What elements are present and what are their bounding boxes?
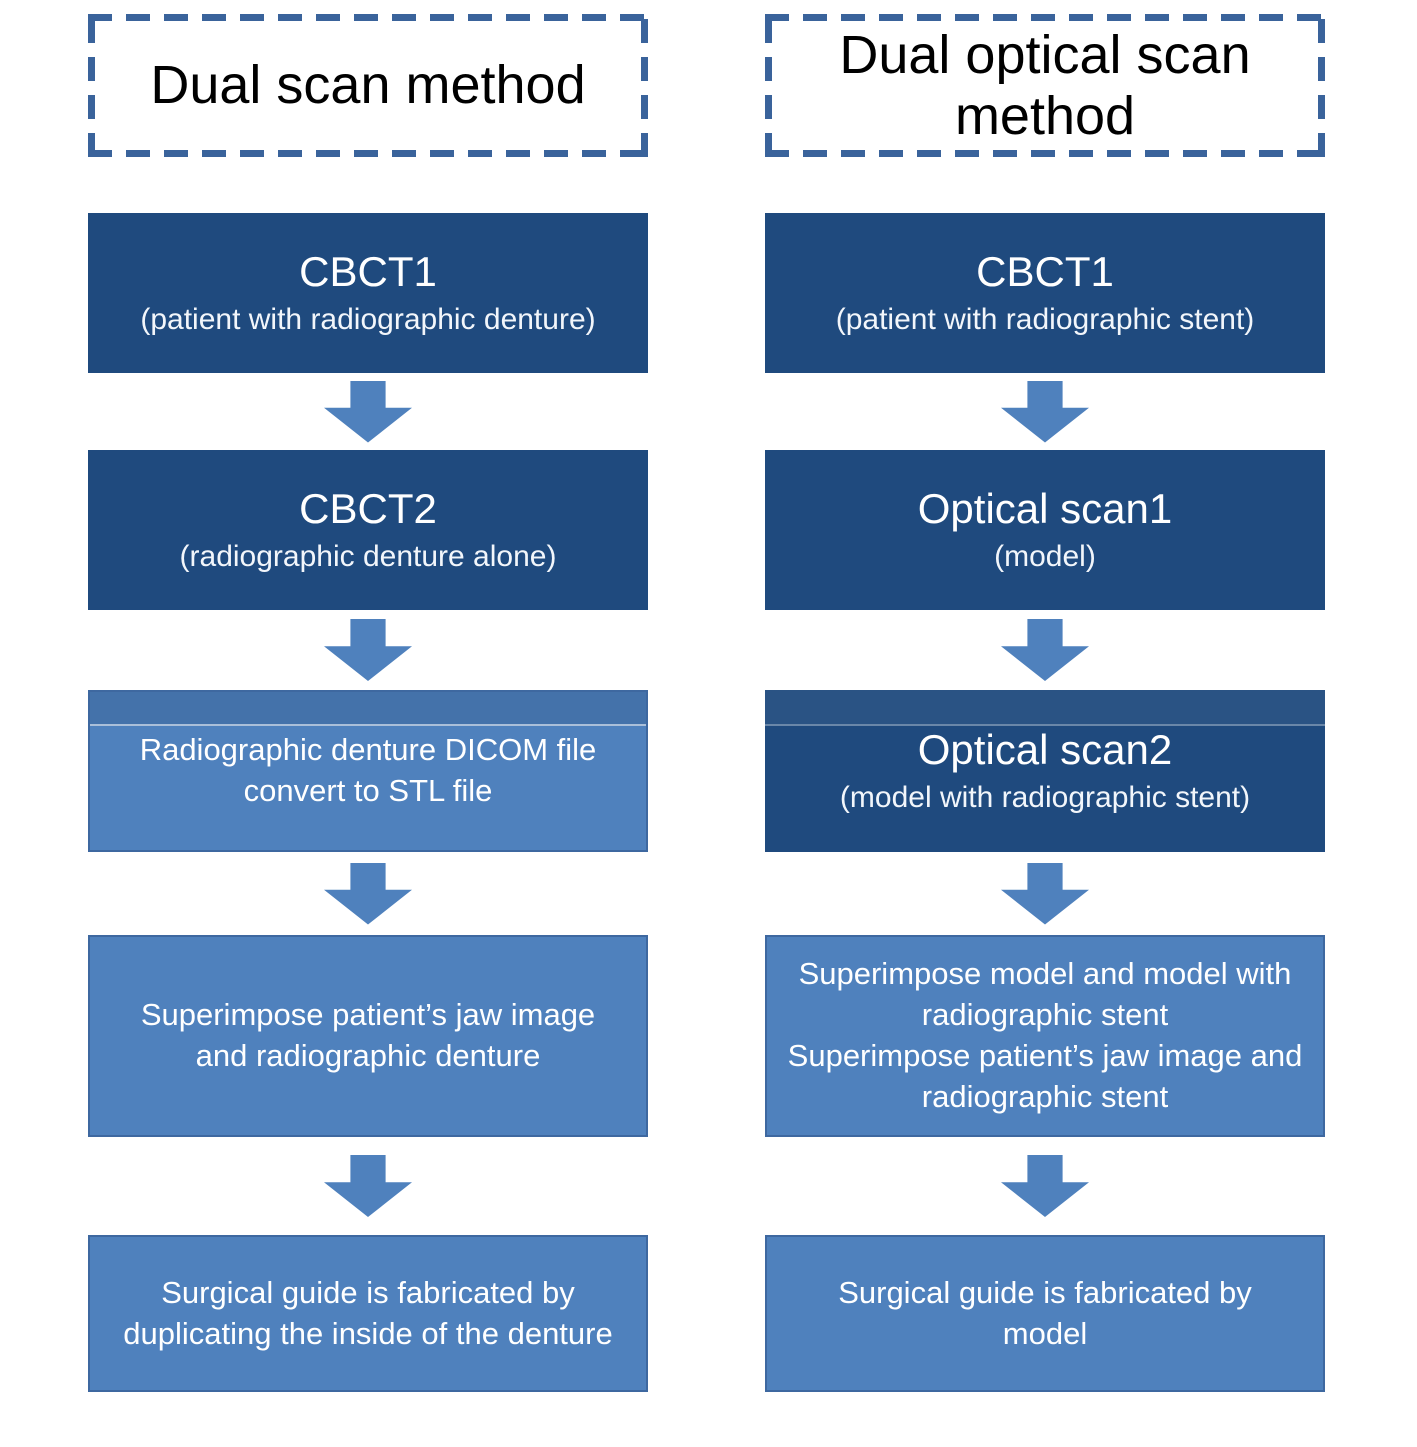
step-title: Optical scan1 <box>917 485 1173 533</box>
step-cbct1-stent: CBCT1 (patient with radiographic stent) <box>765 213 1325 373</box>
step-text: Surgical guide is fabricated by model <box>838 1274 1252 1351</box>
step-optical-scan2: Optical scan2 (model with radiographic s… <box>765 690 1325 852</box>
down-arrow-icon <box>1001 619 1089 681</box>
step-superimpose-stent: Superimpose model and model with radiogr… <box>765 935 1325 1137</box>
step-subtitle: (patient with radiographic stent) <box>835 303 1255 337</box>
step-cbct1-denture: CBCT1 (patient with radiographic denture… <box>88 213 648 373</box>
step-subtitle: (model with radiographic stent) <box>839 781 1251 815</box>
step-superimpose-denture: Superimpose patient’s jaw image and radi… <box>88 935 648 1137</box>
arrow-gap <box>88 610 648 690</box>
arrow-gap <box>88 852 648 935</box>
step-surgical-guide-model: Surgical guide is fabricated by model <box>765 1235 1325 1392</box>
down-arrow-icon <box>1001 1155 1089 1217</box>
method-header-label: Dual optical scan method <box>839 25 1251 146</box>
arrow-gap <box>765 610 1325 690</box>
method-header-dual-scan: Dual scan method <box>88 14 648 157</box>
arrow-gap <box>765 852 1325 935</box>
step-text-line: Superimpose patient’s jaw image and radi… <box>787 1038 1303 1114</box>
down-arrow-icon <box>324 862 412 925</box>
step-title: Optical scan2 <box>917 726 1173 774</box>
step-subtitle: (patient with radiographic denture) <box>140 303 596 337</box>
down-arrow-icon <box>324 380 412 443</box>
arrow-gap <box>765 1137 1325 1235</box>
step-subtitle: (model) <box>994 540 1096 574</box>
step-dicom-convert: Radiographic denture DICOM file convert … <box>88 690 648 852</box>
step-title: CBCT2 <box>299 485 437 533</box>
step-text: Surgical guide is fabricated by duplicat… <box>123 1274 613 1351</box>
method-header-dual-optical-scan: Dual optical scan method <box>765 14 1325 157</box>
down-arrow-icon <box>1001 380 1089 443</box>
step-surgical-guide-denture: Surgical guide is fabricated by duplicat… <box>88 1235 648 1392</box>
arrow-gap <box>88 1137 648 1235</box>
method-header-label: Dual scan method <box>150 55 586 116</box>
step-text: Radiographic denture DICOM file convert … <box>139 732 597 808</box>
step-title: CBCT1 <box>299 248 437 296</box>
down-arrow-icon <box>1001 862 1089 925</box>
down-arrow-icon <box>324 619 412 681</box>
step-text: Superimpose patient’s jaw image and radi… <box>140 997 596 1073</box>
arrow-gap <box>765 373 1325 450</box>
step-subtitle: (radiographic denture alone) <box>179 540 557 574</box>
column-dual-optical-scan: Dual optical scan method CBCT1 (patient … <box>765 14 1325 1392</box>
arrow-gap <box>88 373 648 450</box>
column-dual-scan: Dual scan method CBCT1 (patient with rad… <box>88 14 648 1392</box>
step-title: CBCT1 <box>976 248 1114 296</box>
step-optical-scan1: Optical scan1 (model) <box>765 450 1325 610</box>
down-arrow-icon <box>324 1155 412 1217</box>
step-cbct2: CBCT2 (radiographic denture alone) <box>88 450 648 610</box>
step-text-line: Superimpose model and model with radiogr… <box>798 956 1292 1033</box>
